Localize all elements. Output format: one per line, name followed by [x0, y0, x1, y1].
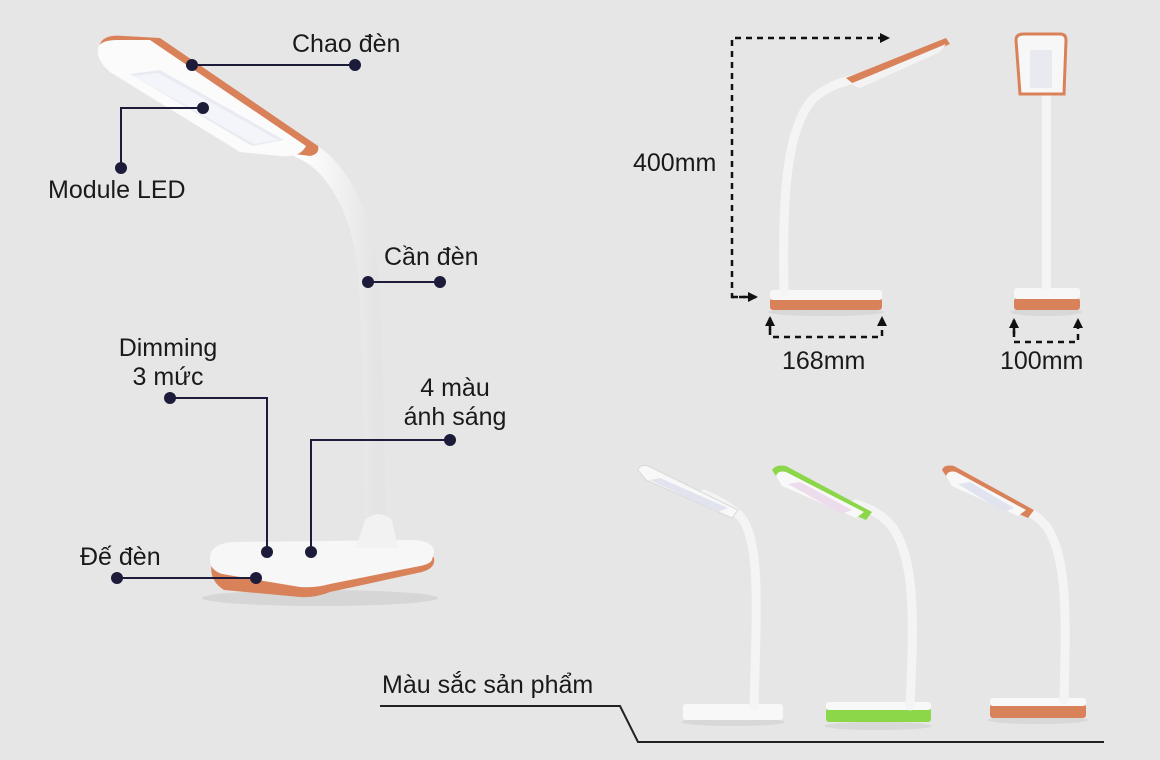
variant-white-lamp	[637, 465, 785, 726]
label-dimming: Dimming 3 mức	[112, 336, 224, 390]
variants-underline	[380, 705, 1104, 743]
callout-shade	[186, 59, 361, 71]
variant-orange-lamp	[942, 465, 1088, 724]
lamp-arm	[290, 138, 386, 530]
label-colors-line2: ánh sáng	[403, 403, 507, 431]
label-base-length: 168mm	[782, 347, 866, 375]
callout-led-module	[115, 102, 209, 174]
label-base: Đế đèn	[80, 543, 161, 571]
label-dimming-line2: 3 mức	[132, 363, 204, 391]
label-colors-line1: 4 màu	[420, 374, 490, 402]
label-dimming-line1: Dimming	[118, 334, 218, 362]
variant-green-lamp	[772, 465, 932, 730]
callout-colors	[305, 434, 456, 558]
lamp-base	[210, 540, 435, 598]
label-shade: Chao đèn	[292, 30, 401, 58]
callout-dimming	[164, 392, 273, 558]
base-length-dimension	[765, 316, 887, 339]
callouts	[111, 59, 456, 584]
base-width-dimension	[1009, 318, 1083, 344]
label-led-module: Module LED	[48, 176, 186, 204]
label-base-width: 100mm	[1000, 347, 1084, 375]
label-arm: Cần đèn	[384, 243, 479, 271]
callout-arm	[362, 276, 446, 288]
front-view-lamp	[1010, 32, 1082, 316]
height-dimension	[730, 33, 890, 302]
side-view-lamp	[768, 38, 950, 316]
label-product-colors: Màu sắc sản phẩm	[382, 671, 594, 699]
callout-base	[111, 572, 262, 584]
label-height-dimension: 400mm	[633, 149, 717, 177]
label-light-colors: 4 màu ánh sáng	[396, 376, 514, 430]
lamp-shade	[97, 35, 319, 157]
